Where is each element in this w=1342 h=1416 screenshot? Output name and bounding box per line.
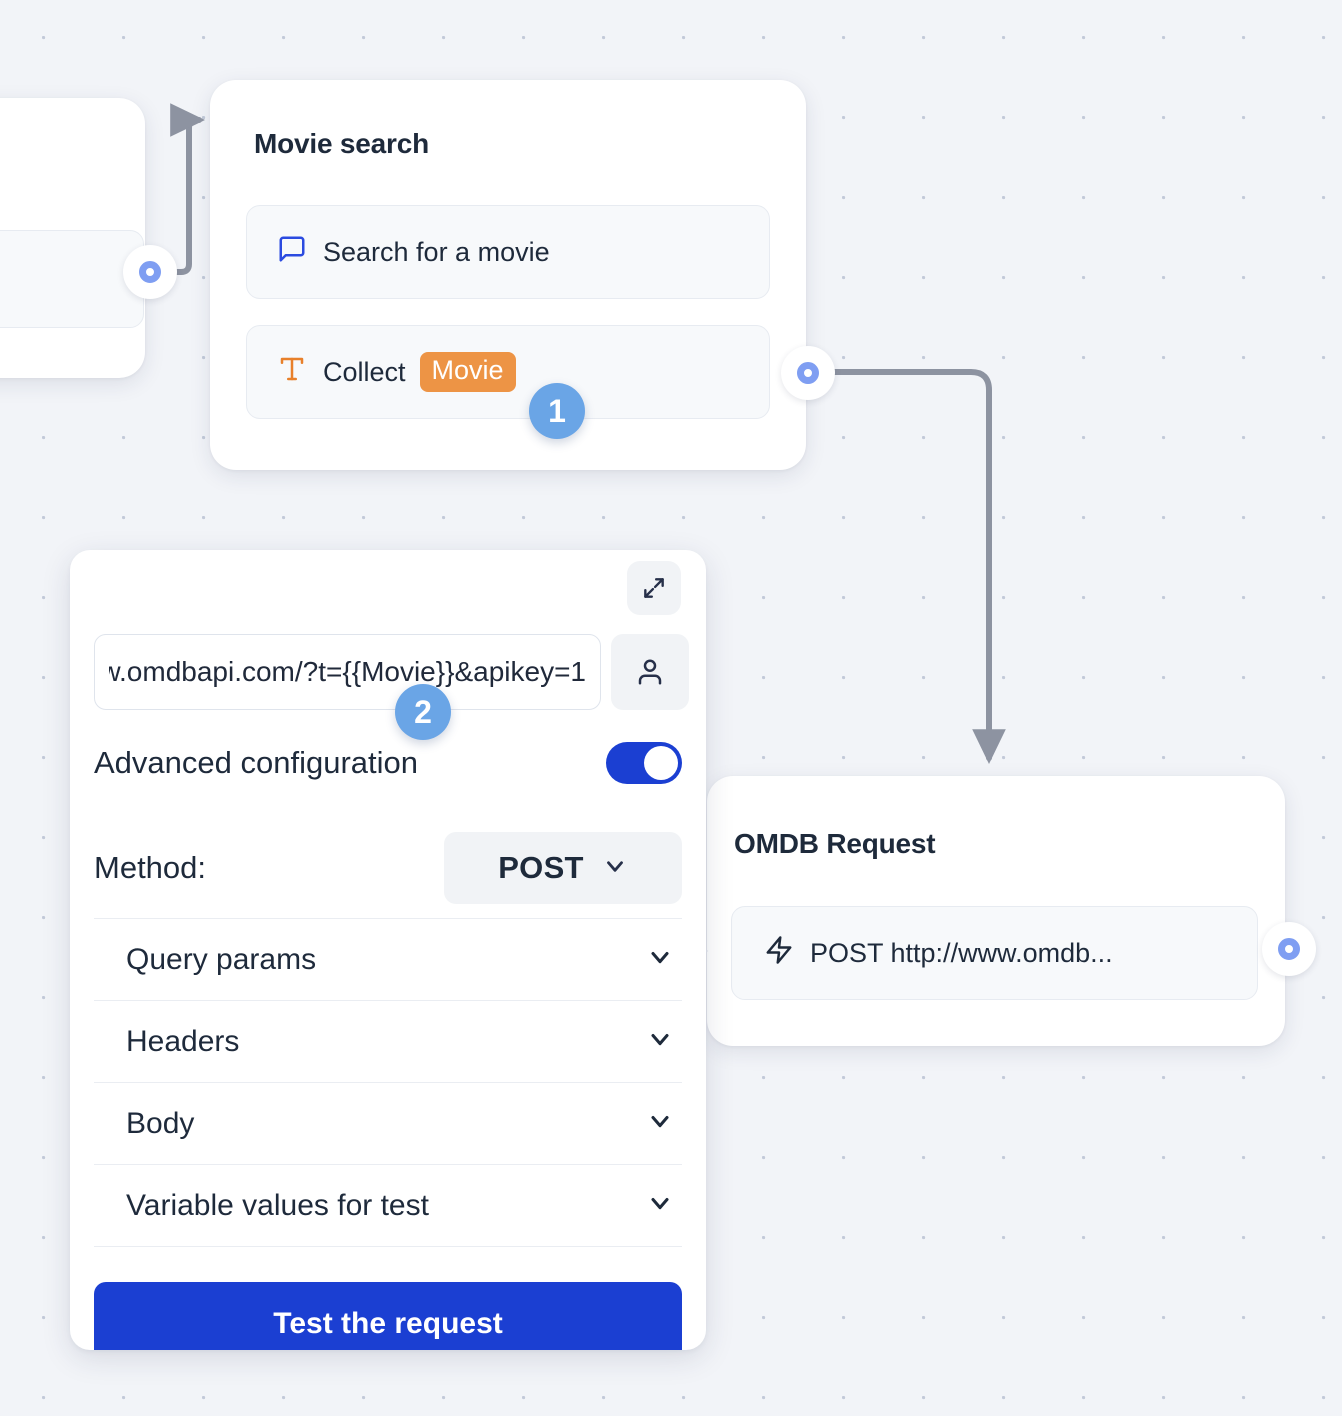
method-label: Method: <box>94 850 207 885</box>
node-title: Movie search <box>254 128 430 159</box>
text-type-icon <box>277 354 307 391</box>
url-field-group[interactable] <box>94 634 689 710</box>
port-omdb-output[interactable] <box>1262 922 1316 976</box>
method-row: Method: POST <box>94 832 682 904</box>
node-row-label: Search for a movie <box>323 236 550 267</box>
chevron-down-icon[interactable] <box>646 1107 674 1140</box>
message-square-icon <box>277 234 307 271</box>
chevron-down-icon <box>602 853 628 884</box>
zap-icon <box>764 935 794 972</box>
node-title: OMDB Request <box>734 828 936 859</box>
partial-node-offscreen[interactable] <box>0 98 145 378</box>
node-row-collect-movie[interactable]: Collect Movie <box>246 325 770 419</box>
test-the-request-button[interactable]: Test the request <box>94 1282 682 1350</box>
chevron-down-icon[interactable] <box>646 1025 674 1058</box>
partial-node-row[interactable] <box>0 230 144 328</box>
advanced-configuration-toggle[interactable] <box>606 742 682 784</box>
node-row-search-for-a-movie[interactable]: Search for a movie <box>246 205 770 299</box>
advanced-configuration-row[interactable]: Advanced configuration <box>94 742 682 784</box>
node-row-label: Collect <box>323 356 406 387</box>
node-movie-search[interactable]: Movie search Search for a movie Collect … <box>210 80 806 470</box>
accordion-body[interactable]: Body <box>94 1082 682 1164</box>
accordion-headers[interactable]: Headers <box>94 1000 682 1082</box>
chevron-down-icon[interactable] <box>646 943 674 976</box>
accordion-list-bottom-divider <box>94 1246 682 1247</box>
method-selected-value: POST <box>498 850 584 885</box>
port-left-node-output[interactable] <box>123 245 177 299</box>
accordion-variable-values-for-test[interactable]: Variable values for test <box>94 1164 682 1246</box>
accordion-label: Variable values for test <box>126 1188 429 1222</box>
accordion-label: Body <box>126 1106 195 1140</box>
chevron-down-icon[interactable] <box>646 1189 674 1222</box>
accordion-label: Headers <box>126 1024 240 1058</box>
user-icon[interactable] <box>611 634 689 710</box>
step-badge-2: 2 <box>395 684 451 740</box>
node-omdb-request[interactable]: OMDB Request POST http://www.omdb... <box>693 776 1285 1046</box>
accordion-list: Query params Headers Body Variable value… <box>94 918 682 1247</box>
method-select[interactable]: POST <box>444 832 682 904</box>
advanced-configuration-label: Advanced configuration <box>94 745 419 780</box>
variable-tag-movie[interactable]: Movie <box>419 351 516 393</box>
port-movie-search-output[interactable] <box>781 346 835 400</box>
accordion-query-params[interactable]: Query params <box>94 918 682 1000</box>
accordion-label: Query params <box>126 942 317 976</box>
expand-arrows-icon[interactable] <box>627 561 681 615</box>
node-row-label: POST http://www.omdb... <box>810 937 1113 968</box>
request-url-input[interactable] <box>94 634 601 710</box>
node-row-post-request[interactable]: POST http://www.omdb... <box>731 906 1258 1000</box>
step-badge-1: 1 <box>529 383 585 439</box>
http-request-config-panel[interactable]: Advanced configuration Method: POST Quer… <box>70 550 706 1350</box>
